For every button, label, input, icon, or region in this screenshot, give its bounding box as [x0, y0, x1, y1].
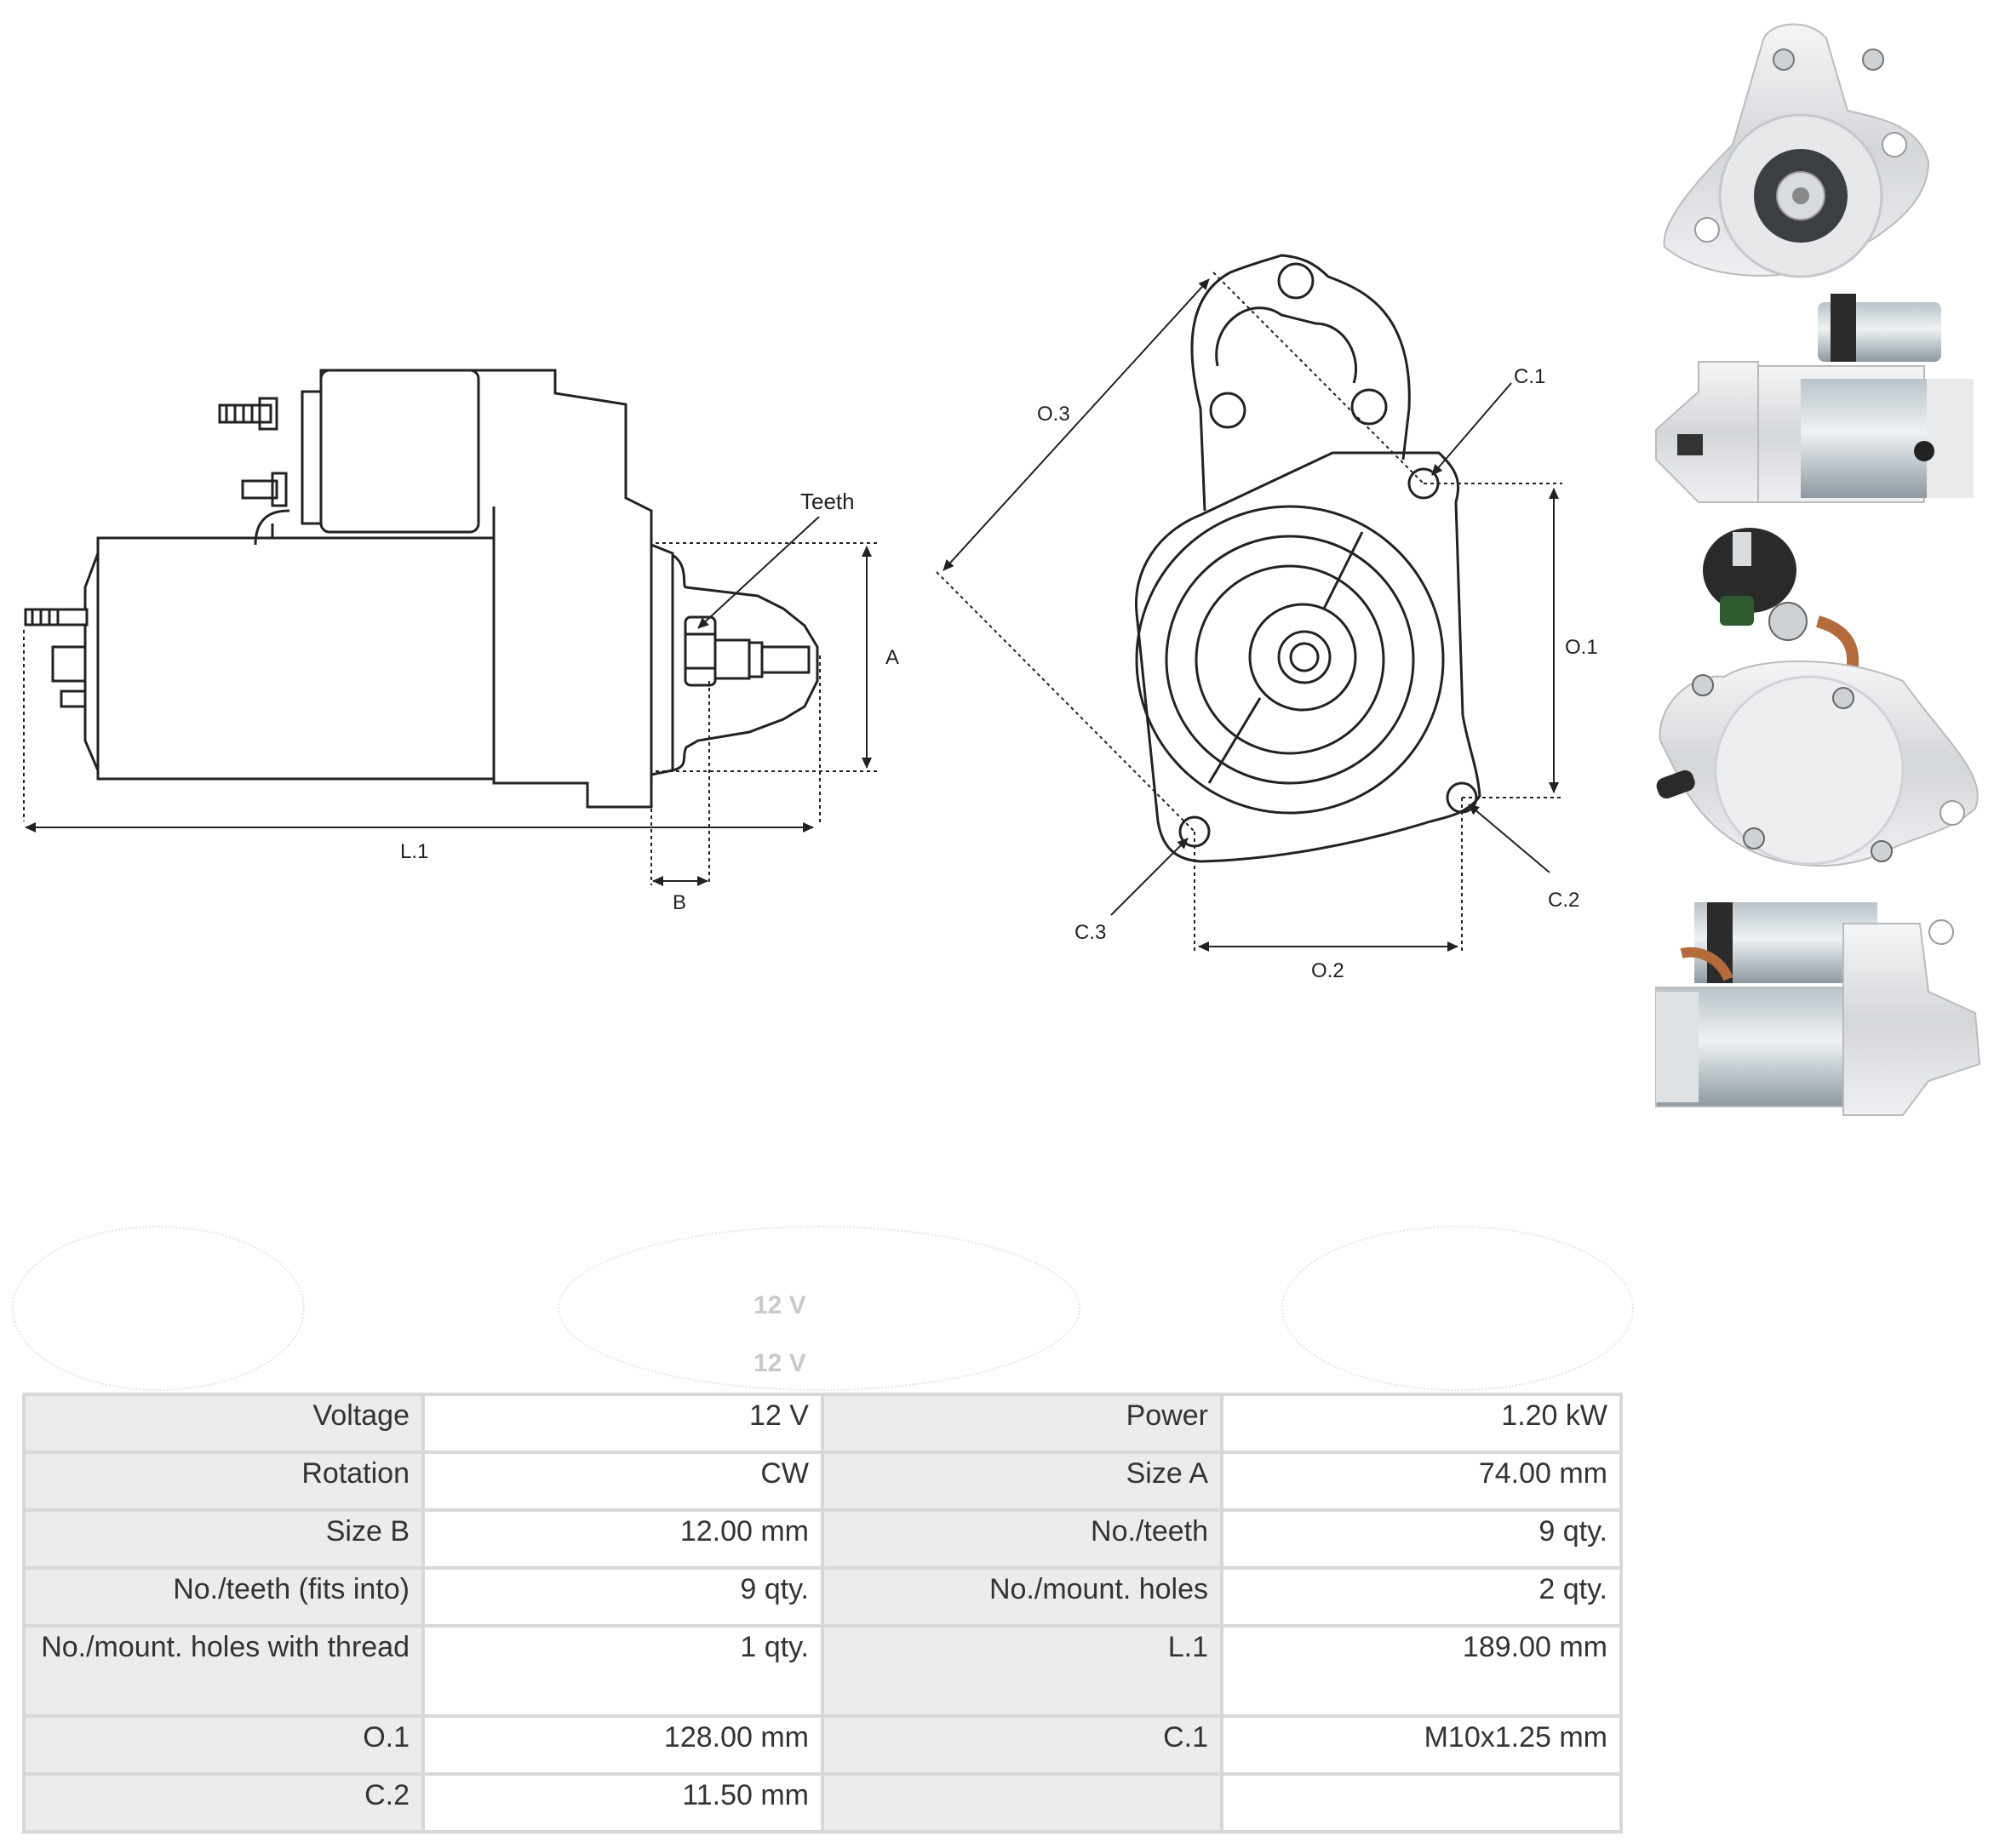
- side-top-photo: [1655, 294, 1974, 503]
- front-dimensions: [936, 272, 1562, 953]
- spec-label: C.2: [22, 1772, 425, 1834]
- spec-label: C.1: [821, 1714, 1223, 1776]
- spec-value: CW: [421, 1450, 824, 1512]
- front-housing-outer: [1135, 505, 1445, 815]
- ghost-shape-left: [12, 1226, 305, 1391]
- spec-table-wrapper: Voltage 12 V Power 1.20 kW Rotation CW S…: [22, 1393, 1623, 1834]
- shaft-outer: [1277, 630, 1332, 684]
- ghost-text-1: 12 V: [753, 1291, 806, 1319]
- spec-row: No./teeth (fits into) 9 qty. No./mount. …: [22, 1566, 1623, 1628]
- c1-label: C.1: [1514, 365, 1545, 388]
- rear-stud: [24, 608, 89, 626]
- mounting-flange: [1134, 451, 1481, 863]
- motor-body: [96, 536, 496, 781]
- side-view: [24, 369, 819, 809]
- b-label: B: [673, 891, 686, 914]
- spec-row: Size B 12.00 mm No./teeth 9 qty.: [22, 1508, 1623, 1570]
- spec-table: Voltage 12 V Power 1.20 kW Rotation CW S…: [22, 1393, 1623, 1834]
- spec-label: No./mount. holes with thread: [22, 1624, 425, 1718]
- drive-housing: [319, 369, 653, 809]
- ghost-shape-middle: [558, 1226, 1080, 1391]
- spec-value: 1.20 kW: [1220, 1393, 1623, 1454]
- spec-value: M10x1.25 mm: [1220, 1714, 1623, 1776]
- c3-label: C.3: [1074, 921, 1106, 944]
- front-flange-photo: [1663, 23, 1930, 278]
- spec-row: Voltage 12 V Power 1.20 kW: [22, 1393, 1623, 1454]
- spec-label: Voltage: [22, 1393, 425, 1454]
- spec-value: 1 qty.: [421, 1624, 824, 1718]
- side-dimensions: [23, 516, 877, 886]
- teeth-leader: [697, 516, 820, 629]
- spec-value: 12.00 mm: [421, 1508, 824, 1570]
- spec-value: 11.50 mm: [421, 1772, 824, 1834]
- pinion-boss: [1248, 603, 1357, 712]
- spec-label: Size B: [22, 1508, 425, 1570]
- o1-label: O.1: [1565, 636, 1598, 659]
- spec-label: Rotation: [22, 1450, 425, 1512]
- spec-label: L.1: [821, 1624, 1223, 1718]
- spec-label: [821, 1772, 1223, 1834]
- upper-right-hole: [1350, 388, 1388, 426]
- rear-stud-lower: [60, 689, 87, 708]
- spec-label: No./teeth: [821, 1508, 1223, 1570]
- spec-value: 128.00 mm: [421, 1714, 824, 1776]
- solenoid-stud-mid: [241, 479, 278, 500]
- c2-leader: [1468, 804, 1550, 873]
- rear-cap: [83, 552, 100, 771]
- product-photos: [1655, 23, 1981, 1116]
- spec-label: O.1: [22, 1714, 425, 1776]
- spec-value: 12 V: [421, 1393, 824, 1454]
- rear-cap-photo: [1656, 528, 1979, 867]
- c3-leader: [1110, 838, 1189, 916]
- a-label: A: [885, 646, 899, 669]
- nose-cone: [650, 543, 674, 776]
- front-view: [1134, 254, 1481, 863]
- rear-block: [51, 645, 87, 683]
- spec-label: No./mount. holes: [821, 1566, 1223, 1628]
- spec-row: Rotation CW Size A 74.00 mm: [22, 1450, 1623, 1512]
- o2-label: O.2: [1311, 959, 1344, 982]
- c2-label: C.2: [1548, 889, 1579, 912]
- solenoid-stud-top: [218, 403, 272, 424]
- spec-value: 189.00 mm: [1220, 1624, 1623, 1718]
- spec-value: 74.00 mm: [1220, 1450, 1623, 1512]
- spec-label: Power: [821, 1393, 1223, 1454]
- spec-row: C.2 11.50 mm: [22, 1772, 1623, 1834]
- spec-row: No./mount. holes with thread 1 qty. L.1 …: [22, 1624, 1623, 1718]
- ghost-text-2: 12 V: [753, 1349, 806, 1377]
- spec-label: No./teeth (fits into): [22, 1566, 425, 1628]
- spec-value: 9 qty.: [1220, 1508, 1623, 1570]
- teeth-label: Teeth: [800, 489, 855, 514]
- upper-left-hole: [1209, 392, 1246, 429]
- l1-label: L.1: [400, 840, 428, 863]
- front-housing-inner: [1165, 535, 1415, 785]
- technical-drawing: Teeth A B L.1: [23, 254, 1598, 982]
- spec-label: Size A: [821, 1450, 1223, 1512]
- upper-lobe: [1190, 254, 1411, 512]
- front-housing-ring: [1195, 564, 1385, 755]
- shaft-inner: [1289, 642, 1320, 672]
- upper-hole: [1277, 262, 1315, 300]
- spec-value: 2 qty.: [1220, 1566, 1623, 1628]
- spec-value: 9 qty.: [421, 1566, 824, 1628]
- spec-value: [1220, 1772, 1623, 1834]
- solenoid: [319, 369, 480, 534]
- side-bottom-photo: [1655, 902, 1981, 1116]
- c1-leader: [1431, 382, 1512, 476]
- o3-label: O.3: [1037, 403, 1070, 426]
- spec-row: O.1 128.00 mm C.1 M10x1.25 mm: [22, 1714, 1623, 1776]
- o3-dimension-line: [943, 278, 1210, 571]
- ghost-shape-right: [1281, 1226, 1634, 1391]
